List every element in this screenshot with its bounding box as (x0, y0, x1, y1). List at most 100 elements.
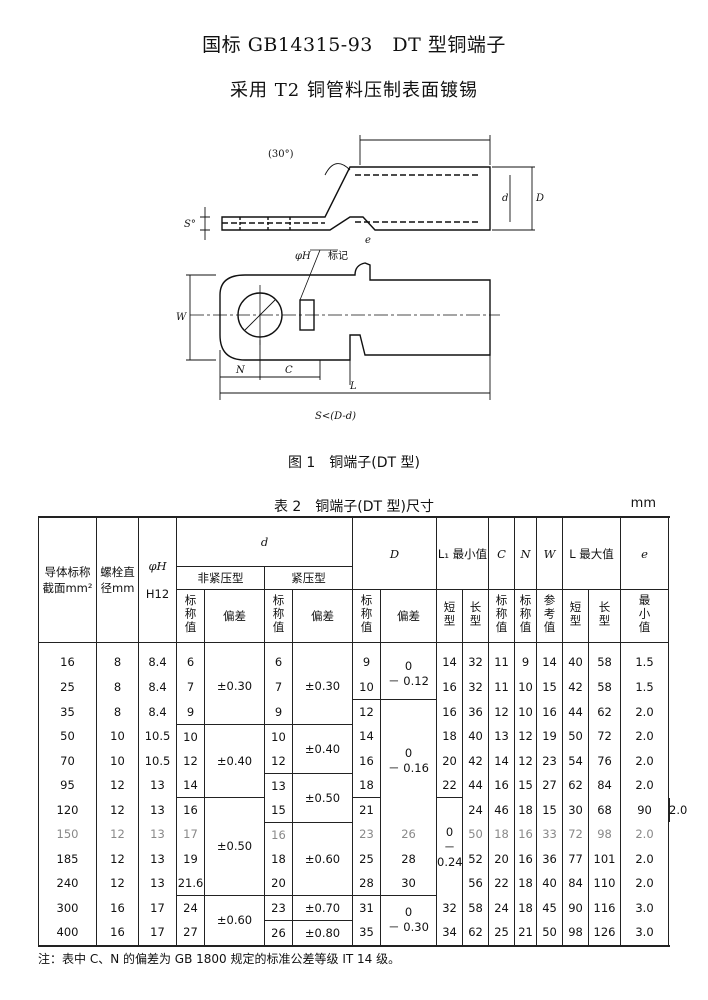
cell: 16 (514, 846, 538, 871)
sub-short: 短型 (436, 589, 464, 643)
cell: 13 (264, 772, 293, 798)
d-label: d (502, 193, 508, 204)
cell: 54 (562, 748, 590, 773)
cell: 13 (138, 846, 177, 871)
sub-n-text: 标称值 (518, 594, 533, 635)
cell: 2.0 (668, 797, 688, 822)
sub-l-long-text: 长型 (597, 601, 612, 628)
cell: 2.0 (620, 724, 670, 749)
e-label: e (365, 235, 371, 246)
cell: 12 (352, 699, 381, 724)
table-row: 400 16 17 27 26 ±0.80 35 34 62 25 21 50 … (38, 919, 670, 946)
terminal-drawing: (30°) L₁ d D S° e φH 标记 W N C L S<(D-d) (176, 135, 544, 422)
table-row: 50 10 10.5 10 ±0.40 10 ±0.40 14 18 40 13… (38, 723, 670, 798)
cell: 10 (514, 675, 538, 700)
cell: 2.0 (620, 822, 670, 847)
cell: 33 (536, 822, 564, 847)
tol-cell: ±0.50 (204, 797, 265, 895)
cell: 126 (588, 920, 622, 946)
cell: 25 (352, 846, 381, 871)
cell: 24 (176, 894, 205, 920)
sub-l-short: 短型 (562, 589, 590, 643)
cell: 16 (176, 797, 205, 822)
cell: 62 (562, 773, 590, 798)
cell: 45 (536, 895, 564, 920)
big-d-label: D (535, 193, 544, 204)
sub-nominal: 标称值 (264, 589, 293, 643)
cell: 90 (620, 797, 670, 822)
cell: 50 (38, 724, 97, 749)
cell: 2.0 (620, 748, 670, 773)
cell: 42 (462, 748, 490, 773)
sub-long: 长型 (462, 589, 490, 643)
cell: 101 (588, 846, 622, 871)
cell: 50 (562, 724, 590, 749)
cell: 150 (38, 822, 97, 847)
tol-cell: ±0.80 (292, 919, 353, 946)
n-label: N (235, 365, 246, 376)
cell: 2.0 (620, 773, 670, 798)
cell: 16 (436, 699, 464, 724)
cell: 15 (264, 797, 293, 822)
col-n: N (514, 516, 538, 590)
cell: 20 (264, 870, 293, 895)
cell: 70 (38, 748, 97, 773)
cell: 23 (352, 822, 381, 847)
cell: 14 (176, 773, 205, 798)
tol-cell: ±0.60 (204, 894, 265, 946)
sub-e-text: 最小值 (637, 594, 652, 635)
cell: 19 (536, 724, 564, 749)
cell: 2.0 (620, 846, 670, 871)
cell: 110 (588, 870, 622, 895)
cell: 46 (488, 797, 516, 822)
cell: 58 (588, 675, 622, 700)
cell: 21 (352, 797, 381, 822)
unit-label: mm (630, 496, 656, 511)
cell: 185 (38, 846, 97, 871)
cell: 10.5 (138, 748, 177, 773)
col-big-d: D (351, 516, 438, 590)
sub-l-long: 长型 (588, 589, 622, 643)
tol-cell: ±0.50 (292, 772, 353, 822)
sub-w-text: 参考值 (542, 594, 557, 635)
cell: 28 (352, 870, 381, 895)
cell: 98 (588, 822, 622, 847)
cell: 1.5 (620, 642, 670, 675)
l-label: L (349, 381, 357, 392)
c-label: C (285, 365, 293, 376)
cell: 13 (138, 773, 177, 798)
tol-top: 0 (404, 746, 413, 760)
cell: 42 (562, 675, 590, 700)
cell: 50 (536, 920, 564, 946)
tol-top: 0 (445, 824, 454, 839)
cell: 10 (176, 723, 205, 749)
cell: 72 (562, 822, 590, 847)
cell: 16 (264, 821, 293, 847)
cell: 18 (352, 773, 381, 798)
cell: 62 (588, 699, 622, 724)
cell: 18 (264, 846, 293, 871)
col-d: d (176, 516, 353, 567)
cell: 18 (514, 870, 538, 895)
cell: 16 (96, 895, 139, 920)
cell: 68 (588, 797, 622, 822)
tol-bot: － 0.30 (388, 920, 429, 934)
cell: 16 (536, 699, 564, 724)
sub-short-text: 短型 (442, 601, 457, 628)
sub-l-short-text: 短型 (568, 601, 583, 628)
w-label: W (176, 312, 187, 323)
cell: 16 (488, 773, 516, 798)
cell: 20 (488, 846, 516, 871)
col-phih-bot: H12 (145, 587, 170, 601)
cell: 44 (562, 699, 590, 724)
cell: 31 (352, 894, 381, 920)
cell: 1.5 (620, 675, 670, 700)
table-row: 70 10 10.5 12 12 16 20 42 14 12 23 54 76… (38, 748, 670, 773)
cell: 12 (96, 797, 139, 822)
cell: 30 (379, 870, 438, 895)
tol-cell: ±0.70 (292, 894, 353, 920)
cell: 84 (562, 870, 590, 895)
cell: 44 (462, 773, 490, 798)
col-phih-top: φH (148, 559, 167, 573)
cell: 18 (436, 724, 464, 749)
